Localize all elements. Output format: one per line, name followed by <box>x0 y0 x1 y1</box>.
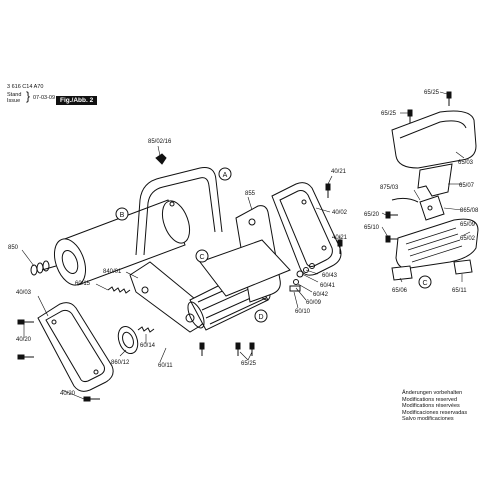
svg-text:D: D <box>258 314 263 321</box>
part-label: 65/11 <box>452 288 467 294</box>
pad-65-06 <box>391 265 413 281</box>
note-line: Modificaciones reservadas <box>402 409 468 416</box>
pad-65-11 <box>453 259 473 275</box>
note-line: Salvo modificaciones <box>402 416 454 422</box>
part-label: 840/01 <box>103 269 122 275</box>
part-label: 60/09 <box>306 300 322 306</box>
note-line: Modifications reserved <box>402 396 458 403</box>
svg-text:C: C <box>199 254 204 261</box>
part-label: 65/07 <box>459 183 475 189</box>
roller-drum <box>41 199 191 286</box>
part-label: 60/10 <box>295 309 311 315</box>
modification-notes: Änderungen vorbehalten Modifications res… <box>402 390 497 423</box>
document-number: 3 616 C14 A70 <box>7 84 44 90</box>
screws <box>17 91 452 402</box>
part-label: 85/02/16 <box>148 139 172 145</box>
part-label: 60/14 <box>140 343 156 349</box>
part-label: 60/15 <box>75 281 91 287</box>
part-label: 65/25 <box>424 90 440 96</box>
part-label: 40/02 <box>332 210 348 216</box>
note-line: Modifications réservées <box>402 403 460 409</box>
part-label: 65/25 <box>381 111 397 117</box>
part-label: 60/42 <box>313 292 329 298</box>
side-cover-left <box>37 302 114 392</box>
figure-badge: Fig./Abb. 2 <box>56 96 98 105</box>
part-label: 60/43 <box>322 273 338 279</box>
box-lid-65-03 <box>391 110 477 169</box>
svg-text:C: C <box>422 280 427 287</box>
part-label: 65/03 <box>458 160 474 166</box>
part-label: 40/20 <box>60 391 76 397</box>
roller-washers <box>30 260 50 276</box>
side-cover-right <box>271 182 342 276</box>
svg-text:B: B <box>120 212 125 219</box>
callout-c-right: C <box>418 275 432 289</box>
plate-hole <box>185 313 195 323</box>
spring-60-14 <box>137 326 155 333</box>
part-label: 40/20 <box>16 337 32 343</box>
part-label: 65/20 <box>364 212 380 218</box>
callout-b: B <box>115 207 129 221</box>
stand-label: Stand <box>7 92 22 98</box>
part-label: 65/02 <box>460 236 476 242</box>
part-label: 65/09 <box>460 222 476 228</box>
header-brace: } <box>26 89 31 103</box>
callout-a: A <box>218 167 232 181</box>
part-label: 65/10 <box>364 225 380 231</box>
plate-hole <box>141 286 149 294</box>
shaft-parts-60 <box>289 263 315 292</box>
spring-60-15 <box>107 286 131 294</box>
part-label: 850 <box>8 245 19 251</box>
leader-lines <box>21 91 471 400</box>
bottom-blade <box>199 239 291 297</box>
part-label: 875/03 <box>380 185 399 191</box>
part-labels: 85/02/16 855 40/21 40/02 40/21 850 840/0… <box>8 90 479 397</box>
part-label: 860/12 <box>111 360 130 366</box>
callout-d: D <box>254 309 268 323</box>
part-label: 60/11 <box>158 363 173 369</box>
clip-85-02-16 <box>155 153 167 165</box>
cable-875-03 <box>391 197 419 203</box>
issue-date: 07-03-09 <box>33 95 56 101</box>
bracket-65-07 <box>417 163 453 197</box>
part-label: 855 <box>245 191 256 197</box>
note-line: Änderungen vorbehalten <box>402 390 463 396</box>
part-label: 40/03 <box>16 290 32 296</box>
drive-gear <box>117 325 139 355</box>
part-label: 40/21 <box>331 169 347 175</box>
issue-label: Issue <box>7 98 21 104</box>
frame-hole <box>248 218 256 226</box>
part-label: 60/41 <box>320 283 336 289</box>
svg-text:A: A <box>223 172 228 179</box>
part-label: 40/21 <box>332 235 348 241</box>
callout-c-left: C <box>195 249 209 263</box>
handle-bracket <box>135 167 223 256</box>
part-label: 65/06 <box>392 288 408 294</box>
part-label: 65/25 <box>241 361 257 367</box>
part-label: 865/08 <box>460 208 479 214</box>
box-body-65-02 <box>395 218 479 269</box>
